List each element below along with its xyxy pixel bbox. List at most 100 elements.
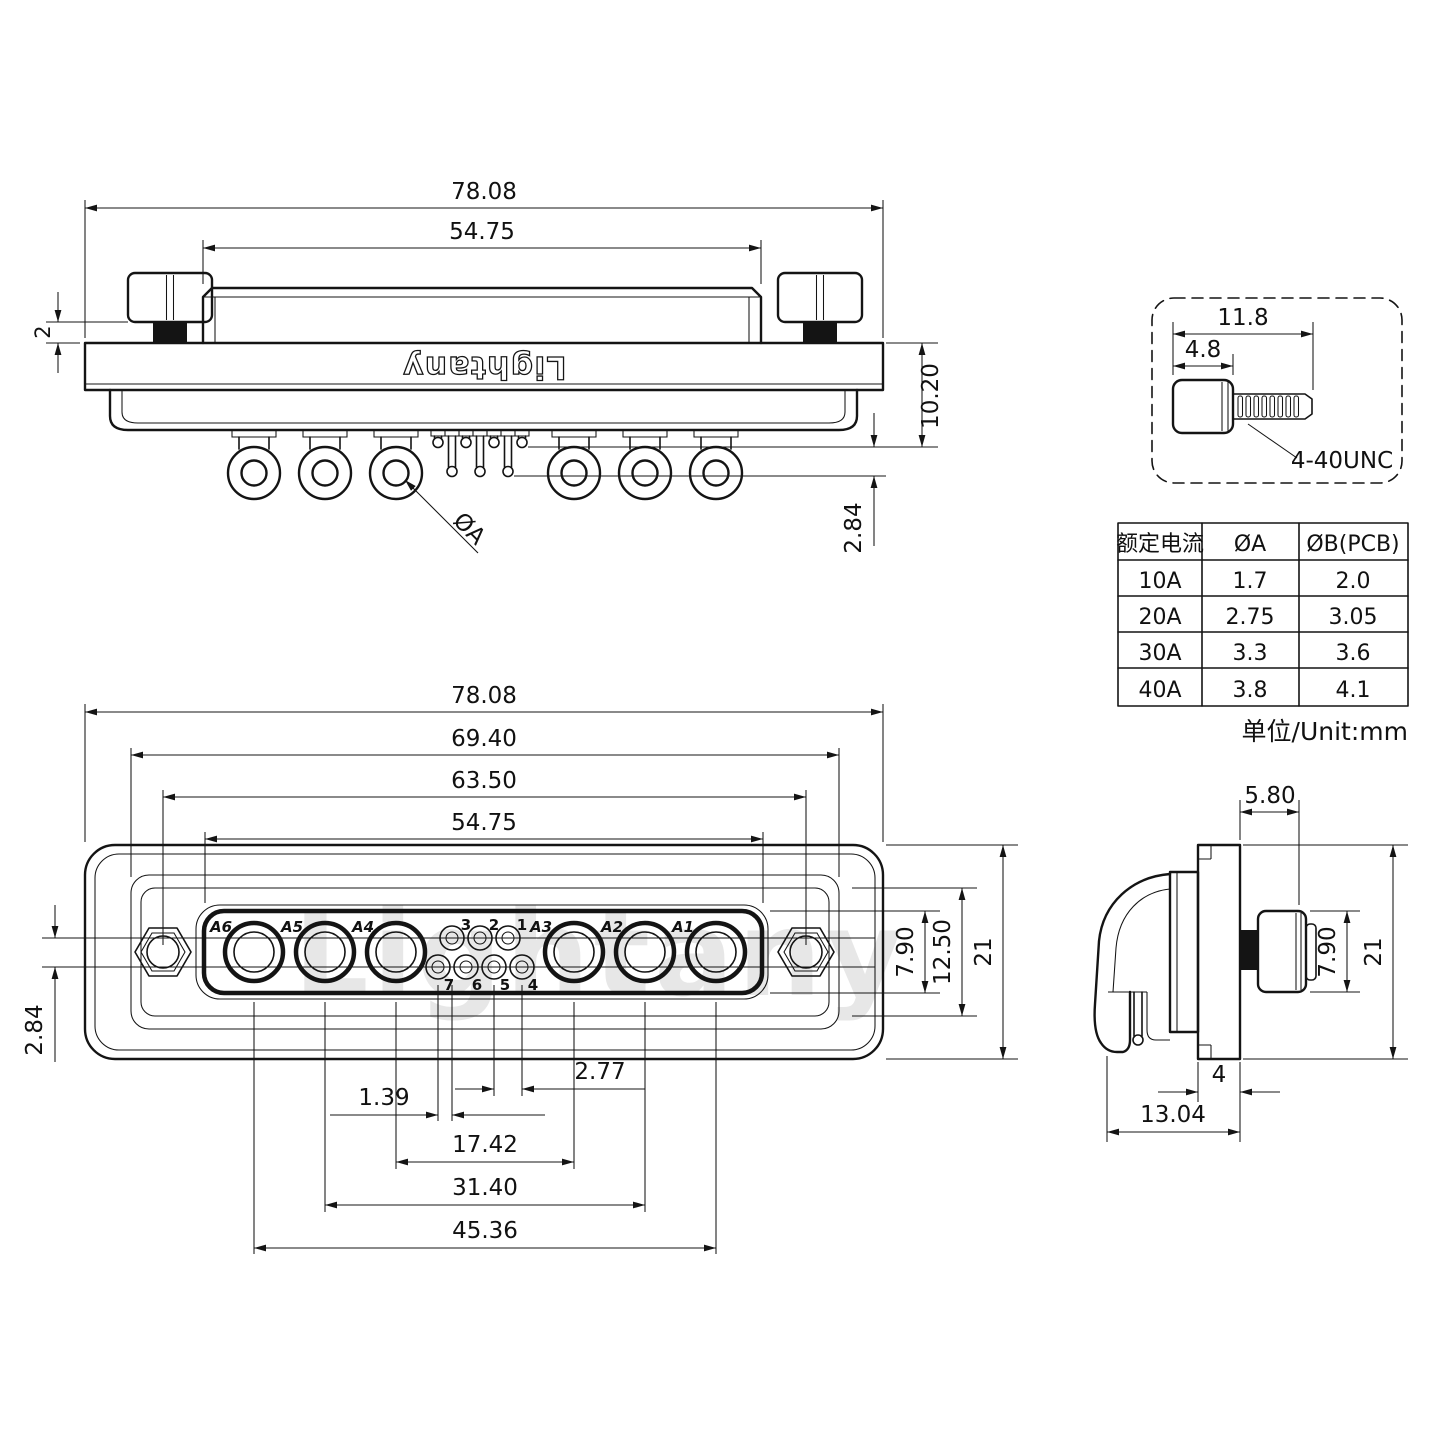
dim-front-overall-height: 21: [886, 844, 1018, 1060]
dim-text: 78.08: [451, 683, 517, 709]
dim-text: 45.36: [452, 1218, 518, 1244]
contact-label: A4: [351, 918, 374, 936]
thread-spec-text: 4-40UNC: [1291, 448, 1393, 474]
dim-side-flange-thickness: 4: [1158, 1062, 1280, 1102]
dim-text: 7.90: [1315, 926, 1341, 977]
shell-profile: [1168, 870, 1200, 1034]
power-pin: [226, 430, 282, 501]
dim-text: 21: [1361, 937, 1387, 966]
power-pins: [226, 430, 744, 501]
table-cell: 3.8: [1233, 678, 1268, 703]
contact-a3: [542, 920, 606, 984]
dim-top-screw-standoff: 2: [31, 292, 128, 373]
table-header-current: 额定电流: [1116, 532, 1204, 557]
contact-a6: [222, 920, 286, 984]
dim-front-signal-pitch: 2.77: [455, 1059, 645, 1093]
contact-label: A1: [671, 918, 694, 936]
extension-lines-contacts: [253, 1002, 717, 1254]
contact-a2: [613, 920, 677, 984]
contact-label: A5: [280, 918, 303, 936]
dim-text: 4: [1212, 1062, 1227, 1088]
screw-detail-view: 11.8 4.8 4-40UNC: [1151, 297, 1403, 484]
insert-outline: [201, 908, 765, 996]
dim-text: ØA: [448, 508, 490, 550]
dim-front-span-a4-a3: 17.42: [396, 1132, 574, 1166]
table-cell: 1.7: [1233, 569, 1268, 594]
table-border: [1117, 522, 1409, 707]
dim-top-overall-width: 78.08: [84, 179, 884, 338]
table-cell: 3.3: [1233, 641, 1268, 666]
pin-number: 7: [444, 976, 454, 994]
signal-contacts: 3 2 1 7 6 5 4: [425, 916, 538, 994]
table-cell: 3.6: [1336, 641, 1371, 666]
contact-a5: [293, 920, 357, 984]
bent-pcb-pin: [1132, 991, 1144, 1046]
dim-text: 7.90: [893, 926, 919, 977]
dim-text: 1.39: [358, 1085, 409, 1111]
dim-front-shell-width: 54.75: [204, 810, 764, 903]
dim-front-insert-height: 7.90: [770, 910, 940, 994]
label-thread-spec: 4-40UNC: [1247, 423, 1393, 474]
table-cell: 20A: [1138, 605, 1181, 630]
pin-number: 2: [489, 916, 499, 934]
body-outline: [108, 388, 859, 432]
dim-front-flange-width: 69.40: [130, 726, 840, 877]
shell-outline: [201, 286, 763, 345]
callout-pin-diameter: ØA: [404, 479, 490, 554]
screw-graphic: [1171, 378, 1313, 435]
dim-front-shell-height: 12.50: [852, 887, 977, 1017]
dim-text: 12.50: [930, 919, 956, 985]
contact-a1: [684, 920, 748, 984]
dim-front-mount-hole-span: 63.50: [162, 768, 807, 945]
power-pin: [297, 430, 353, 501]
signal-pin: [500, 430, 516, 478]
signal-pin: [472, 430, 488, 478]
table-cell: 2.0: [1336, 569, 1371, 594]
dim-screw-total-length: 11.8: [1172, 305, 1314, 390]
signal-pin: [430, 430, 446, 449]
spec-table: 额定电流 ØA ØB(PCB) 10A 1.7 2.0 20A 2.75 3.0…: [1116, 522, 1409, 746]
contact-label: A3: [529, 918, 552, 936]
dim-text: 21: [971, 937, 997, 966]
dim-screw-head-length: 4.8: [1173, 337, 1234, 375]
flange: [83, 341, 885, 392]
dim-side-screw-boss: 7.90: [1310, 910, 1360, 993]
table-cell: 30A: [1138, 641, 1181, 666]
dim-front-pin-row-offset: 2.84: [22, 905, 59, 1062]
watermark-text: Lightany: [293, 885, 906, 1023]
dim-front-overall-width: 78.08: [84, 683, 884, 842]
table-cell: 10A: [1138, 569, 1181, 594]
table-header-dia-b: ØB(PCB): [1306, 532, 1399, 557]
dim-front-span-a5-a2: 31.40: [325, 1175, 645, 1209]
table-header-dia-a: ØA: [1234, 532, 1266, 557]
dim-top-body-height: 10.20: [886, 342, 944, 447]
dim-text: 2.84: [841, 502, 867, 553]
top-side-view: Lightany: [31, 179, 944, 554]
power-pin: [368, 430, 424, 501]
table-cell: 3.05: [1329, 605, 1378, 630]
inner-flange-outline: [130, 874, 840, 1030]
dim-text: 4.8: [1185, 337, 1222, 363]
brand-logo: Lightany: [402, 349, 567, 385]
unit-note: 单位/Unit:mm: [1242, 717, 1408, 746]
dim-top-pin-row-offset: 2.84: [841, 413, 878, 554]
dim-text: 69.40: [451, 726, 517, 752]
dim-top-shell-width: 54.75: [202, 219, 762, 284]
dim-text: 11.8: [1217, 305, 1268, 331]
dim-side-overall-height: 21: [1243, 844, 1408, 1060]
pin-number: 5: [500, 976, 510, 994]
power-contacts: A6 A5 A4 A3 A2 A1: [209, 918, 748, 984]
dim-text: 2.77: [574, 1059, 625, 1085]
dim-text: 17.42: [452, 1132, 518, 1158]
flange-outline: [83, 843, 885, 1061]
dim-front-row-stagger: 1.39: [330, 1085, 545, 1119]
pin-number: 1: [517, 916, 527, 934]
signal-pin: [444, 430, 460, 478]
power-pin: [617, 430, 673, 501]
dim-side-screw-offset: 5.80: [1239, 783, 1300, 905]
pin-number: 3: [461, 916, 471, 934]
pin-number: 6: [472, 976, 482, 994]
pin-number: 4: [528, 976, 538, 994]
